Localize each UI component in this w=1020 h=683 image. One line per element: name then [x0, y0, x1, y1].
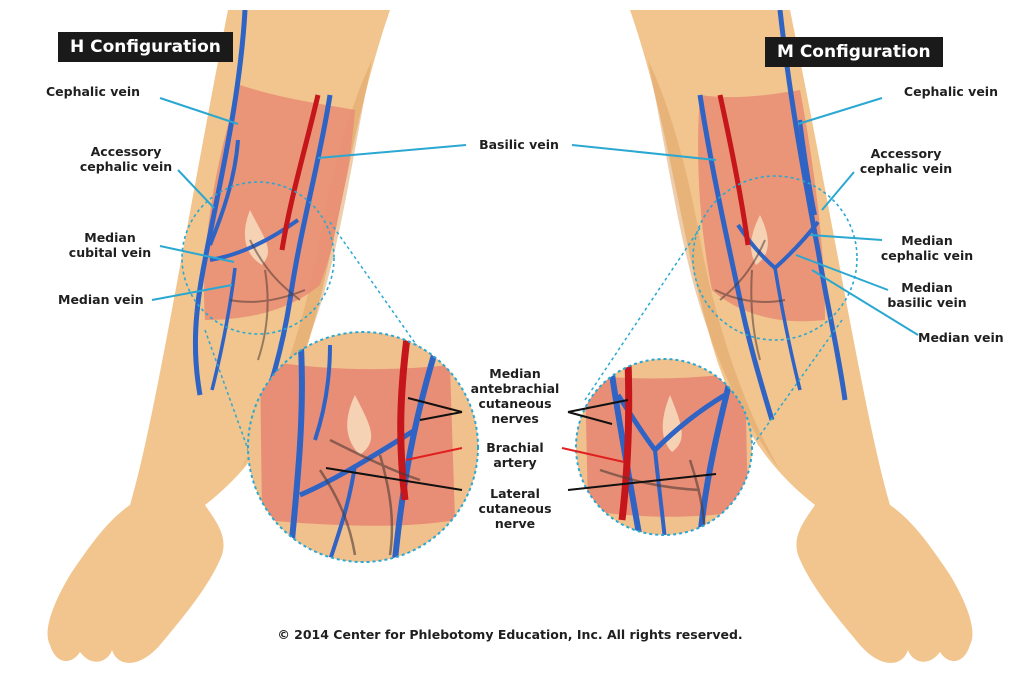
left-zoom-detail: [248, 330, 478, 565]
copyright-notice: © 2014 Center for Phlebotomy Education, …: [0, 627, 1020, 642]
label-right-cephalic-vein: Cephalic vein: [870, 84, 998, 99]
right-muscle: [698, 90, 825, 321]
label-basilic-vein: Basilic vein: [466, 137, 572, 152]
label-left-median-vein: Median vein: [58, 292, 144, 307]
m-configuration-title: M Configuration: [765, 37, 943, 67]
label-left-cephalic-vein: Cephalic vein: [46, 84, 140, 99]
label-right-median-vein: Median vein: [918, 330, 1004, 345]
h-configuration-title: H Configuration: [58, 32, 233, 62]
